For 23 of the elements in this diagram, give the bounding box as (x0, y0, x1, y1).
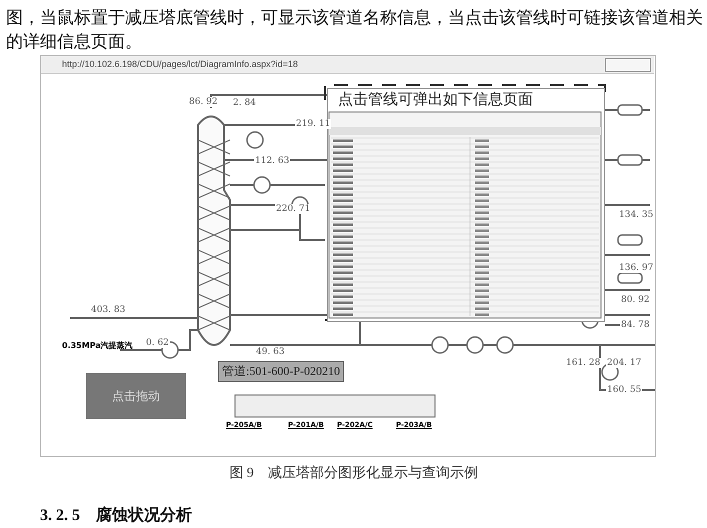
section-heading: 3. 2. 5 腐蚀状况分析 (40, 505, 192, 526)
value-label: 161. 28 (565, 358, 602, 368)
value-label: 134. 35 (618, 210, 654, 220)
figure-caption: 图 9 减压塔部分图形化显示与查询示例 (228, 464, 479, 482)
value-label: 2. 84 (232, 98, 257, 108)
value-label: 136. 97 (618, 263, 654, 273)
value-label: 219. 11 (295, 119, 332, 129)
url-text: http://10.102.6.198/CDU/pages/lct/DiagramInfo.aspx?id=18 (62, 59, 298, 69)
value-label: 80. 92 (620, 295, 651, 305)
drag-overlay: 点击拖动 (86, 373, 186, 419)
value-label: 112. 63 (254, 156, 290, 166)
value-label: 403. 83 (90, 305, 126, 315)
value-label: 204. 17 (606, 358, 642, 368)
value-label: 0. 62 (145, 338, 170, 348)
value-label: 49. 63 (255, 347, 286, 357)
body-paragraph: 图，当鼠标置于减压塔底管线时，可显示该管道名称信息，当点击该管线时可链接该管道相关的详细信息页面。 (6, 7, 704, 53)
value-label: 160. 55 (606, 385, 642, 395)
popup-heading: 点击管线可弹出如下信息页面 (338, 90, 533, 109)
stream-label: 0.35MPa汽提蒸汽 (62, 340, 133, 351)
value-label: 220. 71 (275, 204, 312, 214)
value-label: 84. 78 (620, 320, 651, 330)
value-label: 86. 92 (188, 97, 219, 107)
pipe-tooltip: 管道:501-600-P-020210 (218, 361, 344, 382)
